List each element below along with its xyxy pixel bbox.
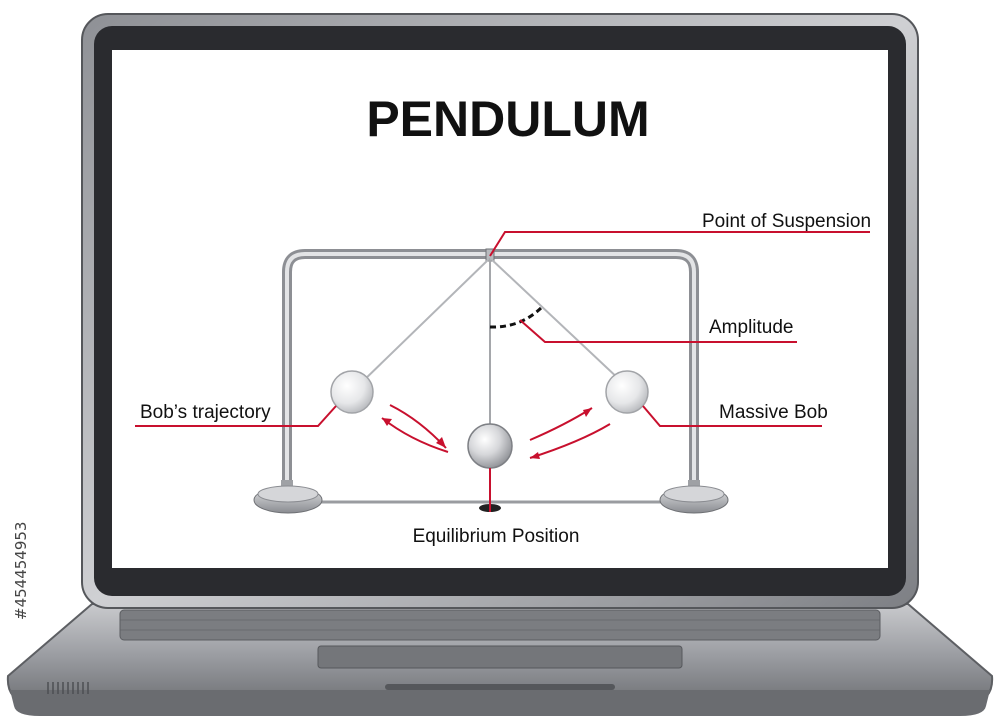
leader-bobs-trajectory <box>135 405 337 427</box>
right-foot <box>659 480 729 514</box>
leader-suspension <box>489 231 870 257</box>
string-right <box>489 257 623 383</box>
label-massive-bob: Massive Bob <box>719 402 828 423</box>
amplitude-arc <box>489 306 543 329</box>
speaker-grille <box>47 682 89 694</box>
front-notch <box>385 684 615 690</box>
leader-lines <box>135 231 870 512</box>
leader-massive-bob <box>642 405 822 427</box>
string-left <box>359 257 491 385</box>
keyboard-area <box>119 609 881 641</box>
left-foot <box>253 480 323 514</box>
bob-right <box>605 370 649 414</box>
leader-amplitude <box>519 319 797 343</box>
label-bobs-trajectory: Bob’s trajectory <box>140 402 271 423</box>
bob-center <box>467 423 513 469</box>
keyboard-keys <box>120 619 880 631</box>
touchpad <box>317 645 683 669</box>
laptop-base <box>6 603 994 716</box>
label-equilibrium-position: Equilibrium Position <box>413 526 580 547</box>
stock-id-watermark: #454454953 <box>12 522 30 620</box>
label-point-of-suspension: Point of Suspension <box>702 211 871 232</box>
bob-left <box>330 370 374 414</box>
screen <box>112 50 888 568</box>
trajectory-arrows <box>381 404 611 459</box>
pendulum-diagram: PENDULUM <box>135 91 871 547</box>
label-amplitude: Amplitude <box>709 317 794 338</box>
arrow-lower-right <box>529 423 611 459</box>
diagram-title: PENDULUM <box>366 91 649 147</box>
